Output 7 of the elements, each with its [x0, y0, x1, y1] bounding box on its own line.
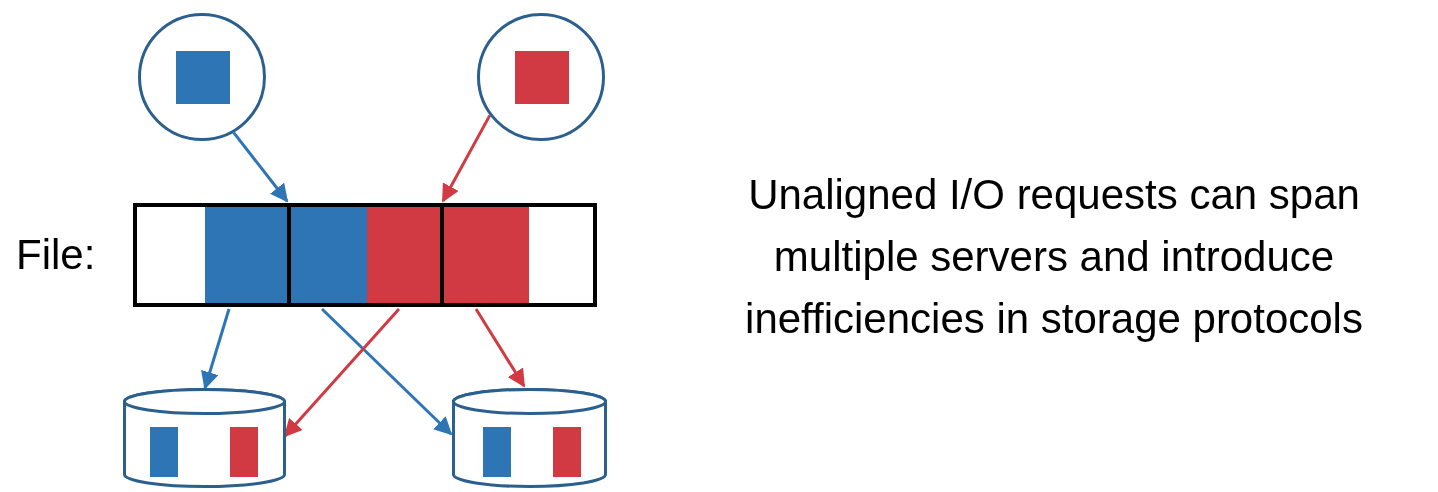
arrow	[320, 307, 453, 436]
arrow	[232, 131, 289, 203]
description-text: Unaligned I/O requests can span multiple servers and introduce inefficiencies in storage protocols	[744, 170, 1364, 344]
arrow	[201, 308, 231, 390]
arrow	[441, 114, 492, 203]
arrow	[474, 308, 526, 388]
file-label: File:	[16, 231, 96, 279]
